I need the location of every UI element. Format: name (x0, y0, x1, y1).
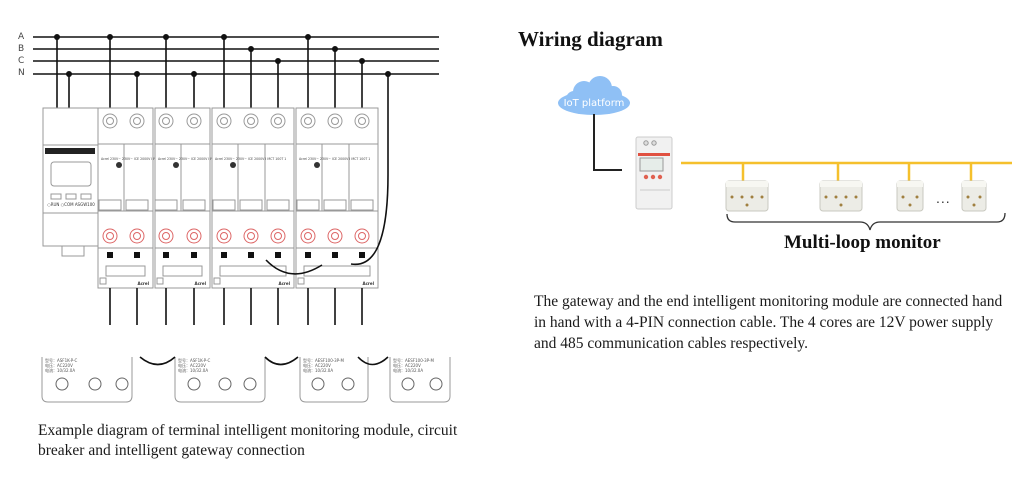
breaker-3: Acrel 230V~ 230V~ ICE 2000V I MCT 100T 1 (211, 107, 295, 249)
circuit-diagram: ○RUN ○COM ASGW100 Acrel 230V~ 230V~ ICE … (33, 34, 451, 403)
terminal-module-2: Acrel (154, 247, 211, 289)
ct-module-label: 电流：10/32.0A (45, 367, 75, 373)
ct-module-label: 电压：AC220V (393, 362, 421, 368)
ct-module-label: 型号：AESF100-3P-M (393, 357, 434, 363)
ct-link-cables (139, 356, 389, 366)
bus-label-n: N (18, 68, 25, 78)
terminal-module-brand: Acrel (137, 281, 149, 286)
terminal-module-brand: Acrel (362, 281, 374, 286)
ct-module-label: 型号：ASF1K-P-C (178, 357, 211, 363)
breaker-spec-label: Acrel 230V~ 230V~ ICE 2000V I MCT 100T 1 (299, 157, 370, 161)
bus-junctions (54, 34, 391, 77)
more-modules-ellipsis: ... (936, 190, 951, 206)
bus-label-a: A (18, 32, 25, 42)
multi-loop-monitor-label: Multi-loop monitor (784, 232, 941, 253)
breaker-2: Acrel 230V~ 230V~ ICE 2000V I MCT 100T 1 (154, 107, 229, 249)
wiring-diagram-title: Wiring diagram (518, 27, 663, 51)
bus-drops (56, 37, 389, 175)
group-brace (726, 212, 1006, 231)
module-link-cable-2 (350, 174, 389, 266)
monitor-module-1 (725, 180, 769, 212)
ct-module-label: 电流：10/32.0A (178, 367, 208, 373)
breaker-1: Acrel 230V~ 230V~ ICE 2000V I MCT 100T 1 (97, 107, 172, 249)
gateway-photo (635, 136, 673, 210)
multi-loop-monitors (725, 180, 987, 212)
monitor-module-3 (896, 180, 924, 212)
rs485-bus-line (681, 161, 1012, 181)
monitor-module-4 (961, 180, 987, 212)
wiring-description: The gateway and the end intelligent moni… (534, 293, 1003, 352)
bus-lines (33, 36, 439, 75)
breaker-spec-label: Acrel 230V~ 230V~ ICE 2000V I MCT 100T 1 (101, 157, 172, 161)
bus-label-c: C (18, 56, 25, 66)
breaker-4: Acrel 230V~ 230V~ ICE 2000V I MCT 100T 1 (295, 107, 379, 249)
module-link-cable-1 (265, 259, 323, 275)
terminal-module-3: Acrel (211, 247, 295, 289)
breakers: Acrel 230V~ 230V~ ICE 2000V I MCT 100T 1… (97, 107, 379, 289)
breaker-spec-label: Acrel 230V~ 230V~ ICE 2000V I MCT 100T 1 (215, 157, 286, 161)
ct-module-label: 电压：AC220V (178, 362, 206, 368)
breaker-spec-label: Acrel 230V~ 230V~ ICE 2000V I MCT 100T 1 (158, 157, 229, 161)
ct-module-label: 型号：ASF1K-P-C (45, 357, 78, 363)
cloud-wire (593, 114, 622, 171)
ct-module-label: 电流：10/32.0A (393, 367, 423, 373)
iot-cloud-icon (558, 76, 630, 115)
left-caption: Example diagram of terminal intelligent … (38, 422, 458, 459)
gateway-device (42, 107, 99, 257)
gateway-indicators: ○RUN ○COM ASGW100 (47, 202, 95, 207)
terminal-module-brand: Acrel (194, 281, 206, 286)
terminal-module-1: Acrel (97, 247, 154, 289)
ct-module-label: 电压：AC220V (45, 362, 73, 368)
ct-module-label: 型号：AESF100-3P-M (303, 357, 344, 363)
terminal-module-brand: Acrel (278, 281, 290, 286)
ct-module-label: 电压：AC220V (303, 362, 331, 368)
outgoing-wires (109, 288, 363, 325)
monitor-module-2 (819, 180, 863, 212)
ct-modules: 型号：ASF1K-P-C电压：AC220V电流：10/32.0A型号：ASF1K… (41, 357, 451, 403)
ct-module-label: 电流：10/32.0A (303, 367, 333, 373)
bus-label-b: B (18, 44, 25, 54)
terminal-module-4: Acrel (295, 247, 379, 289)
iot-platform-label: IoT platform (563, 98, 625, 109)
